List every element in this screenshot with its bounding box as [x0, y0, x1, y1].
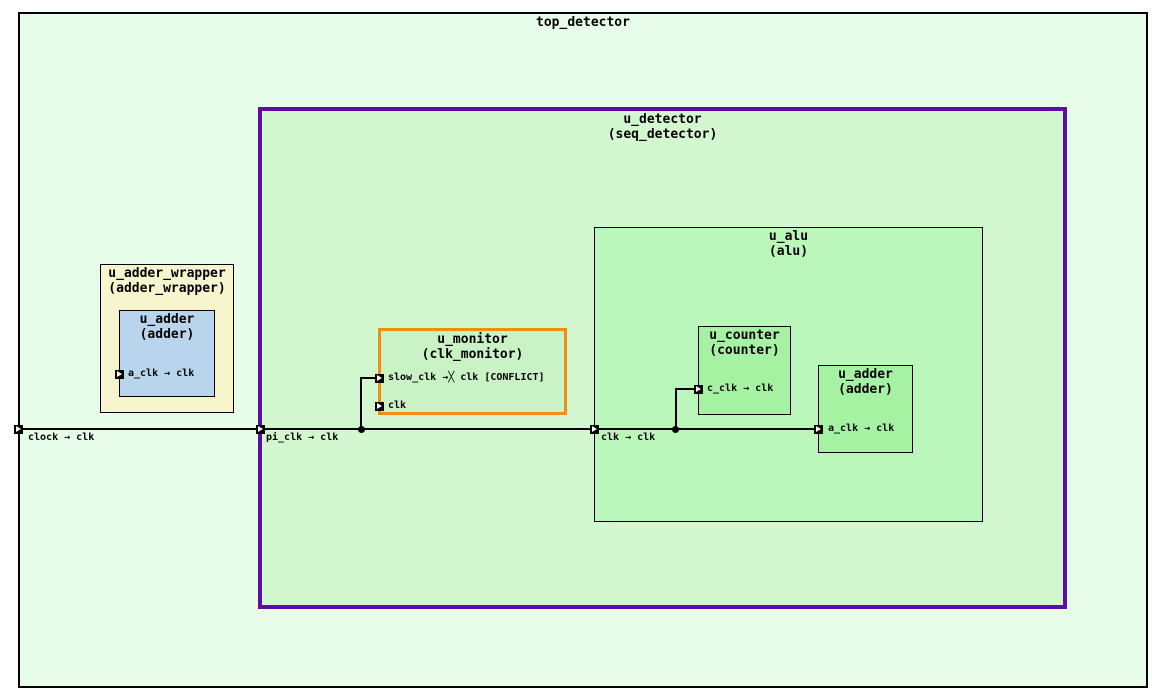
- port-icon-clk-alu: [589, 424, 599, 434]
- wire-junction-counter: [672, 425, 679, 433]
- module-box-u-monitor: u_monitor (clk_monitor): [378, 328, 567, 415]
- u-detector-module-name: (seq_detector): [607, 127, 718, 142]
- module-box-u-counter: u_counter (counter): [698, 326, 791, 415]
- u-adder-wrapper-instance-name: u_adder_wrapper: [108, 266, 226, 281]
- u-monitor-module-name: (clk_monitor): [421, 347, 524, 362]
- port-icon-clk-monitor: [374, 401, 384, 411]
- u-counter-module-name: (counter): [709, 343, 780, 358]
- u-adder-alu-module-name: (adder): [838, 382, 893, 397]
- u-counter-instance-name: u_counter: [709, 328, 780, 343]
- port-label-clk-alu: clk → clk: [601, 432, 656, 443]
- wire-label-clock: clock → clk: [28, 432, 95, 443]
- wire-junction-monitor: [358, 425, 365, 433]
- u-adder-alu-instance-name: u_adder: [838, 367, 893, 382]
- port-icon-clock-top: [13, 424, 23, 434]
- port-icon-pi-clk-detector: [255, 424, 265, 434]
- u-alu-instance-name: u_alu: [768, 229, 809, 244]
- wire-branch-counter-horizontal: [675, 388, 699, 390]
- module-box-u-adder-wrapper-child: u_adder (adder): [119, 310, 215, 397]
- port-icon-a-clk-wrapper-adder: [114, 369, 124, 379]
- port-label-a-clk-wrapper-adder: a_clk → clk: [128, 368, 195, 379]
- wire-branch-counter-vertical: [675, 389, 677, 429]
- u-adder-module-name: (adder): [139, 327, 195, 342]
- port-label-slow-clk-conflict: slow_clk →╳ clk [CONFLICT]: [388, 372, 545, 383]
- wire-branch-monitor-horizontal: [360, 377, 379, 379]
- u-adder-instance-name: u_adder: [139, 312, 195, 327]
- module-box-u-adder-alu-child: u_adder (adder): [818, 365, 913, 453]
- top-detector-title: top_detector: [536, 15, 630, 30]
- u-alu-module-name: (alu): [768, 244, 809, 259]
- port-icon-a-clk-alu-adder: [814, 424, 823, 434]
- wire-branch-monitor-vertical: [360, 378, 362, 429]
- port-label-c-clk-counter: c_clk → clk: [707, 383, 774, 394]
- wire-clk-to-adder: [594, 428, 819, 430]
- port-label-clk-monitor: clk: [388, 400, 407, 411]
- u-adder-wrapper-module-name: (adder_wrapper): [108, 281, 226, 296]
- port-label-a-clk-alu-adder: a_clk → clk: [828, 423, 895, 434]
- port-icon-c-clk-counter: [693, 384, 703, 394]
- u-detector-instance-name: u_detector: [623, 112, 702, 127]
- port-icon-slow-clk-monitor: [374, 373, 384, 383]
- wire-pi-clk-to-alu: [260, 428, 594, 430]
- wire-label-pi-clk: pi_clk → clk: [266, 432, 339, 443]
- wire-clock-to-detector: [18, 428, 260, 430]
- u-monitor-instance-name: u_monitor: [437, 332, 508, 347]
